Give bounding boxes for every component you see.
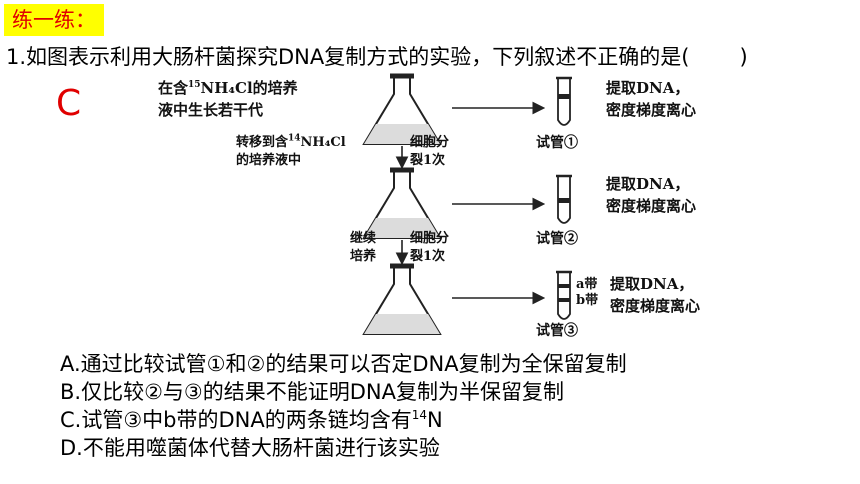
flask-icon-3	[362, 263, 442, 335]
label-extract-2b: 密度梯度离心	[606, 197, 697, 215]
label-extract-1b: 密度梯度离心	[606, 101, 697, 119]
label-extract-2a: 提取DNA，	[606, 175, 690, 193]
label-tube-3: 试管③	[536, 323, 578, 339]
label-continue-line1: 继续	[350, 231, 377, 246]
test-tube-icon-2	[556, 174, 572, 224]
question-number: 1.	[6, 45, 27, 69]
paren-close: )	[739, 45, 748, 69]
label-band-a: a带	[576, 277, 598, 292]
answer-options: A.通过比较试管①和②的结果可以否定DNA复制为全保留复制 B.仅比较②与③的结…	[60, 350, 627, 462]
test-tube-icon-3	[556, 270, 572, 320]
label-extract-1a: 提取DNA，	[606, 79, 690, 97]
question-stem: 1.如图表示利用大肠杆菌探究DNA复制方式的实验，下列叙述不正确的是()	[6, 42, 846, 72]
label-divide-once-line2: 裂1次	[410, 153, 446, 168]
flask-icon-2	[362, 167, 442, 239]
question-text: 如图表示利用大肠杆菌探究DNA复制方式的实验，下列叙述不正确的是(	[26, 45, 690, 69]
label-tube-1: 试管①	[536, 135, 578, 151]
label-extract-3b: 密度梯度离心	[610, 297, 701, 315]
label-transfer-line1: 转移到含14NH₄Cl	[236, 133, 346, 150]
label-divide-once-line1: 细胞分	[410, 135, 450, 150]
label-transfer-line2: 的培养液中	[236, 153, 302, 168]
label-divide-again-line2: 裂1次	[410, 249, 446, 264]
label-extract-3a: 提取DNA，	[610, 275, 694, 293]
label-tube-2: 试管②	[536, 231, 578, 247]
label-band-b: b带	[576, 293, 599, 308]
option-c: C.试管③中b带的DNA的两条链均含有14N	[60, 408, 443, 432]
option-d: D.不能用噬菌体代替大肠杆菌进行该实验	[60, 436, 440, 460]
label-divide-again-line1: 细胞分	[410, 231, 450, 246]
test-tube-icon-1	[556, 76, 572, 126]
answer-mark: C	[56, 83, 82, 124]
diagram-graphics	[362, 73, 572, 335]
label-start-medium-line1: 在含15NH₄Cl的培养	[158, 79, 298, 97]
practice-tag: 练一练：	[4, 4, 104, 36]
flask-icon-1	[362, 73, 442, 145]
label-start-medium-line2: 液中生长若干代	[158, 101, 264, 119]
option-b: B.仅比较②与③的结果不能证明DNA复制为半保留复制	[60, 380, 564, 404]
option-a: A.通过比较试管①和②的结果可以否定DNA复制为全保留复制	[60, 352, 627, 376]
label-continue-line2: 培养	[350, 249, 377, 264]
experiment-diagram: 在含15NH₄Cl的培养 液中生长若干代 转移到含14NH₄Cl 的培养液中 细…	[140, 72, 800, 344]
